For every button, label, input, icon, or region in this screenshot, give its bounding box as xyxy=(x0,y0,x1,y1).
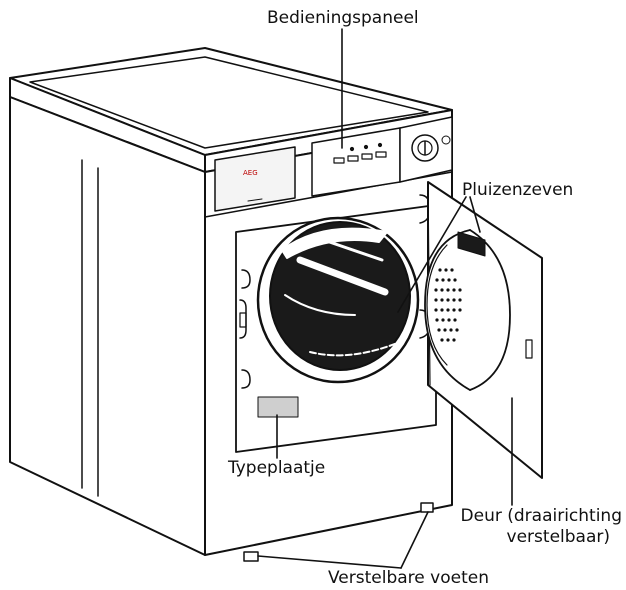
feet-leader-1 xyxy=(257,555,402,569)
label-lint-filters: Pluizenzeven xyxy=(462,180,574,200)
door-vents xyxy=(434,268,462,342)
callout-lines xyxy=(257,28,513,569)
label-type-plate: Typeplaatje xyxy=(228,458,326,478)
dryer-side-panel xyxy=(9,96,206,556)
label-door-line2: verstelbaar) xyxy=(506,527,610,547)
open-door xyxy=(424,181,543,479)
label-control-panel: Bedieningspaneel xyxy=(267,8,419,28)
label-adjustable-feet: Verstelbare voeten xyxy=(328,568,489,588)
feet-leader-2 xyxy=(400,511,429,569)
brand-logo: AEG xyxy=(243,169,258,177)
lint-filter-leader-2 xyxy=(397,196,467,313)
control-panel: AEG xyxy=(214,116,453,212)
label-door-line1: Deur (draairichting xyxy=(460,506,622,526)
drum-opening xyxy=(256,216,420,384)
door-latch xyxy=(525,339,533,359)
control-buttons xyxy=(333,142,387,164)
lint-filter-leader-1 xyxy=(469,196,481,233)
type-plate xyxy=(257,396,299,418)
lint-filter xyxy=(457,231,486,257)
